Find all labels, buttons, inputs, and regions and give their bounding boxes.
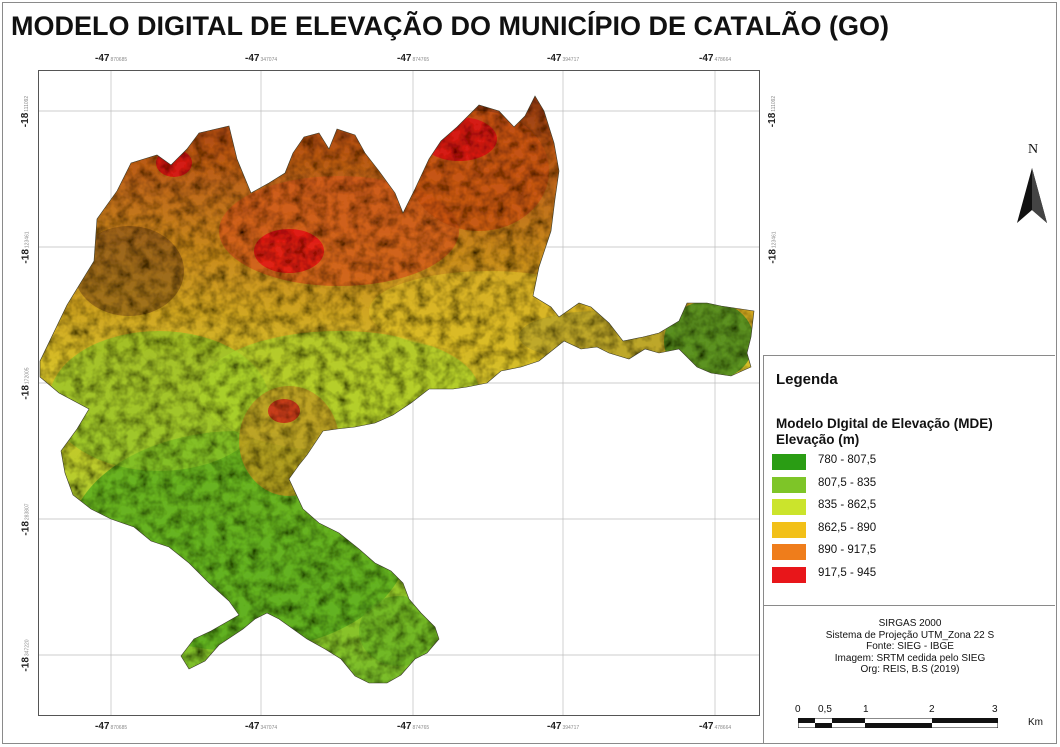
x-tick-bottom-4: -47394717 (547, 721, 580, 732)
x-tick-top-1: -47870685 (95, 53, 128, 64)
elevation-map[interactable] (39, 71, 759, 715)
info-line: Fonte: SIEG - IBGE (866, 641, 954, 652)
legend-label: 917,5 - 945 (818, 566, 877, 579)
info-line: Org: REIS, B.S (2019) (860, 664, 960, 675)
north-arrow-icon (1017, 168, 1047, 223)
north-letter: N (1028, 142, 1039, 157)
scale-label: 2 (929, 704, 935, 715)
legend-swatch (772, 566, 806, 583)
scale-label: 1 (863, 704, 869, 715)
legend-label: 807,5 - 835 (818, 476, 877, 489)
scale-label: 3 (992, 704, 998, 715)
x-tick-top-5: -47478664 (699, 53, 732, 64)
scale-label: 0 (795, 704, 801, 715)
x-tick-bottom-3: -47874765 (397, 721, 430, 732)
scale-unit: Km (1028, 717, 1043, 728)
map-frame[interactable] (38, 70, 760, 716)
scale-bar-graphic (798, 718, 998, 728)
legend-swatch (772, 521, 806, 538)
legend-swatch (772, 454, 806, 470)
municipality-terrain[interactable] (39, 71, 759, 715)
projection-info: SIRGAS 2000 Sistema de Projeção UTM_Zona… (764, 618, 1056, 676)
y-tick-right-2: -18123461 (767, 230, 779, 264)
legend-subtitle: Modelo DIgital de Elevação (MDE) (776, 416, 993, 431)
info-line: Sistema de Projeção UTM_Zona 22 S (825, 629, 995, 641)
legend-label: 890 - 917,5 (818, 544, 877, 556)
y-tick-right-1: -18111092 (767, 95, 779, 127)
y-tick-left-5: -18347220 (20, 638, 32, 672)
legend-swatch (772, 499, 806, 515)
legend-label: 835 - 862,5 (818, 499, 877, 511)
x-tick-bottom-5: -47478664 (699, 721, 732, 732)
x-tick-top-4: -47394717 (547, 53, 580, 64)
legend-swatch (772, 544, 806, 560)
y-tick-left-2: -18123461 (20, 230, 32, 264)
legend-variable: Elevação (m) (776, 432, 860, 447)
y-tick-left-1: -18111092 (20, 95, 32, 127)
x-tick-top-2: -47347074 (245, 53, 278, 64)
legend-label: 862,5 - 890 (818, 521, 877, 534)
legend-swatch (772, 476, 806, 493)
info-line: SIRGAS 2000 (878, 618, 942, 629)
map-title: MODELO DIGITAL DE ELEVAÇÃO DO MUNICÍPIO … (11, 11, 889, 41)
x-tick-bottom-2: -47347074 (245, 721, 278, 732)
scale-bar: 0 0,5 1 2 3 Km (795, 704, 1043, 734)
x-tick-bottom-1: -47870685 (95, 721, 128, 732)
legend-label: 780 - 807,5 (818, 454, 877, 466)
legend-title: Legenda (776, 371, 838, 388)
y-tick-left-3: -18172005 (20, 366, 32, 400)
y-tick-left-4: -18283807 (20, 502, 32, 536)
x-tick-top-3: -47874765 (397, 53, 430, 64)
scale-label: 0,5 (818, 704, 832, 715)
map-info-box: SIRGAS 2000 Sistema de Projeção UTM_Zona… (763, 605, 1055, 743)
info-line: Imagem: SRTM cedida pelo SIEG (834, 652, 986, 664)
